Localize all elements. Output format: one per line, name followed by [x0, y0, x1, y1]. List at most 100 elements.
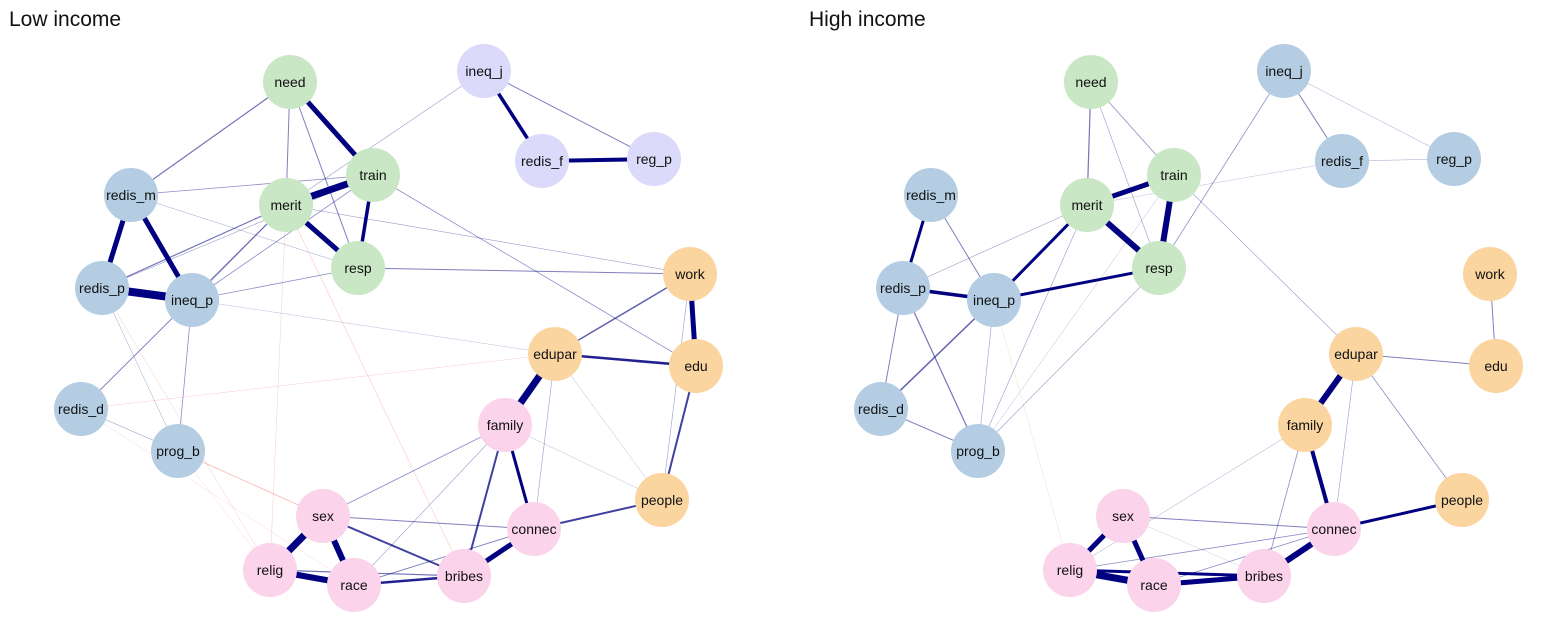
node-label: connec [1311, 521, 1356, 537]
node-label: train [359, 167, 386, 183]
edge-merit-work [285, 204, 691, 275]
node-label: ineq_j [465, 63, 502, 79]
node-circle [507, 502, 561, 556]
node-reg_p: reg_p [627, 132, 681, 186]
node-train: train [1147, 148, 1201, 202]
node-label: need [1075, 74, 1106, 90]
edge-redis_f-merit [1086, 160, 1343, 206]
node-label: redis_d [58, 401, 104, 417]
node-train: train [346, 148, 400, 202]
node-circle [1307, 502, 1361, 556]
node-label: edupar [1334, 346, 1378, 362]
node-label: connec [511, 521, 556, 537]
node-redis_m: redis_m [904, 168, 958, 222]
node-resp: resp [1132, 241, 1186, 295]
node-label: bribes [445, 568, 483, 584]
node-circle [635, 473, 689, 527]
node-prog_b: prog_b [951, 424, 1005, 478]
node-edu: edu [1469, 339, 1523, 393]
edge-merit-bribes [285, 204, 465, 577]
node-circle [346, 148, 400, 202]
panel-title: High income [809, 8, 926, 31]
node-label: resp [344, 260, 371, 276]
node-label: race [340, 577, 367, 593]
node-circle [165, 273, 219, 327]
node-family: family [478, 398, 532, 452]
node-circle [1463, 247, 1517, 301]
node-label: redis_p [880, 280, 926, 296]
edge-edupar-connec [533, 353, 556, 530]
node-label: sex [1112, 508, 1134, 524]
node-label: prog_b [956, 443, 1000, 459]
node-circle [1278, 398, 1332, 452]
node-work: work [1463, 247, 1517, 301]
edge-need-resp [1090, 81, 1160, 269]
node-circle [876, 261, 930, 315]
node-redis_p: redis_p [876, 261, 930, 315]
edge-train-edu [372, 174, 697, 367]
node-label: edupar [533, 346, 577, 362]
node-circle [263, 55, 317, 109]
node-label: edu [1484, 358, 1507, 374]
node-reg_p: reg_p [1427, 132, 1481, 186]
node-merit: merit [259, 178, 313, 232]
node-circle [75, 261, 129, 315]
edge-need-redis_m [130, 81, 291, 196]
node-race: race [327, 558, 381, 612]
node-prog_b: prog_b [151, 424, 205, 478]
edge-edupar-people [1355, 353, 1463, 501]
node-label: reg_p [1436, 151, 1472, 167]
edge-ineq_p-train [191, 174, 374, 301]
edge-relig-connec [1069, 528, 1335, 571]
node-label: reg_p [636, 151, 672, 167]
node-label: redis_f [521, 153, 563, 169]
node-edu: edu [669, 339, 723, 393]
node-sex: sex [296, 489, 350, 543]
node-label: ineq_p [973, 292, 1015, 308]
edge-redis_p-train [101, 174, 374, 289]
edge-ineq_j-merit [285, 70, 485, 206]
node-circle [1132, 241, 1186, 295]
node-people: people [1435, 473, 1489, 527]
node-label: relig [1057, 562, 1083, 578]
node-redis_d: redis_d [854, 382, 908, 436]
node-label: merit [1071, 197, 1102, 213]
edge-ineq_p-resp [993, 266, 1160, 302]
node-edupar: edupar [1329, 327, 1383, 381]
node-circle [104, 168, 158, 222]
node-circle [528, 327, 582, 381]
edge-ineq_j-reg_p [1283, 70, 1455, 160]
node-label: redis_m [906, 187, 956, 203]
node-circle [151, 424, 205, 478]
node-circle [327, 558, 381, 612]
node-redis_f: redis_f [515, 134, 569, 188]
node-redis_m: redis_m [104, 168, 158, 222]
node-people: people [635, 473, 689, 527]
edges [880, 70, 1497, 589]
node-circle [1127, 558, 1181, 612]
node-circle [1060, 178, 1114, 232]
node-label: merit [270, 197, 301, 213]
node-circle [1096, 489, 1150, 543]
edge-redis_m-train [130, 174, 374, 196]
node-label: redis_f [1321, 153, 1363, 169]
node-circle [1427, 132, 1481, 186]
node-circle [854, 382, 908, 436]
edge-redis_d-race [80, 408, 355, 586]
node-circle [1043, 543, 1097, 597]
edge-train-edupar [1173, 174, 1357, 355]
edge-redis_p-merit [101, 204, 287, 289]
node-label: need [274, 74, 305, 90]
node-need: need [1064, 55, 1118, 109]
node-need: need [263, 55, 317, 109]
node-bribes: bribes [1237, 549, 1291, 603]
node-circle [1064, 55, 1118, 109]
node-circle [243, 543, 297, 597]
edge-need-resp [289, 81, 359, 269]
panel-title: Low income [9, 8, 122, 31]
node-ineq_p: ineq_p [967, 273, 1021, 327]
node-circle [457, 44, 511, 98]
node-connec: connec [1307, 502, 1361, 556]
node-relig: relig [1043, 543, 1097, 597]
